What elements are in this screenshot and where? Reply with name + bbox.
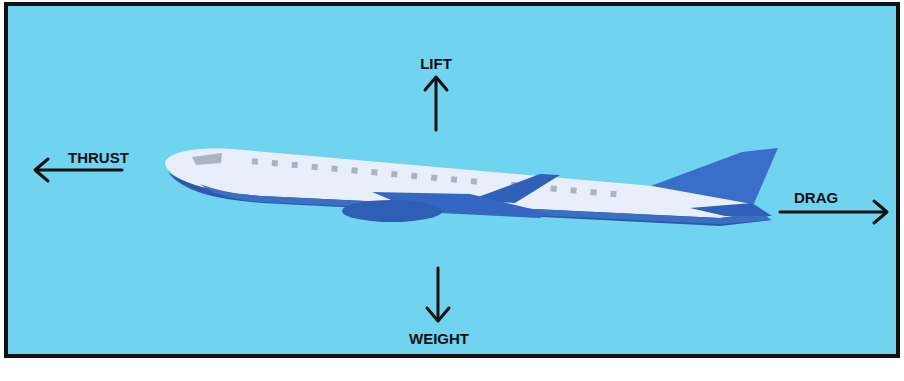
force-label: LIFT (420, 56, 452, 73)
weight-arrow (427, 268, 449, 321)
force-label: DRAG (794, 190, 838, 207)
stabilizer (690, 203, 772, 216)
force-label: WEIGHT (409, 331, 469, 348)
engine (342, 200, 442, 222)
fuselage (165, 149, 764, 218)
sky-panel (6, 4, 898, 356)
cabin-windows (252, 158, 617, 197)
cockpit-window (192, 153, 222, 165)
airplane (165, 148, 778, 226)
lift-arrow (425, 77, 447, 130)
fuselage-stripe (200, 184, 770, 224)
force-label: THRUST (68, 150, 129, 167)
